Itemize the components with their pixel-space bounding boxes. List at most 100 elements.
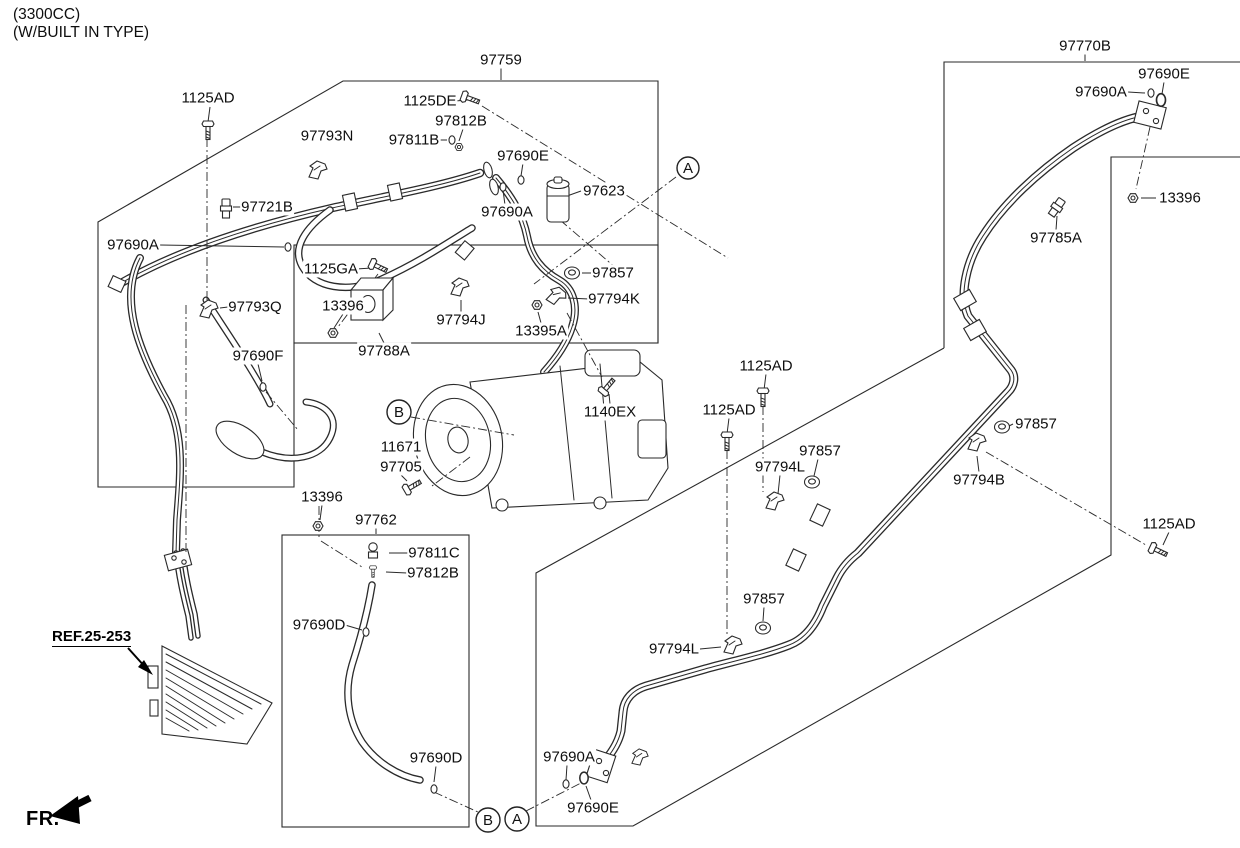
- bolt-icon: [368, 565, 378, 578]
- engine-spec-title: (3300CC) (W/BUILT IN TYPE): [13, 6, 149, 42]
- section-reference-line: [533, 176, 677, 285]
- label-leader-line: [762, 606, 765, 622]
- nut-icon: [531, 300, 543, 310]
- section-reference-line: [265, 391, 299, 431]
- label-leader-line: [565, 764, 568, 781]
- label-leader-line: [433, 765, 437, 783]
- grommet-icon: [563, 266, 581, 280]
- bolt-icon: [756, 387, 770, 408]
- nut-icon: [312, 521, 324, 531]
- ref-arrow-icon: [127, 647, 153, 675]
- label-leader-line: [537, 311, 542, 324]
- grommet-icon: [754, 621, 772, 635]
- ring-icon: [284, 242, 292, 252]
- view-circle-letter: B: [394, 404, 404, 421]
- label-leader-line: [777, 474, 781, 495]
- label-leader-line: [458, 128, 464, 142]
- section-reference-line: [433, 791, 479, 813]
- nut-icon: [454, 143, 464, 151]
- suction-pipe-box: [281, 534, 470, 828]
- clamp-icon: [967, 432, 987, 452]
- view-circle-letter: A: [512, 811, 522, 828]
- ring-icon: [499, 182, 507, 192]
- fr-direction-label: FR.: [26, 808, 60, 830]
- section-reference-line: [410, 416, 515, 436]
- grommet-icon: [803, 475, 821, 489]
- section-reference-line: [1135, 126, 1151, 190]
- bracketbox-icon: [349, 276, 395, 322]
- front-pipe-details: [107, 161, 499, 460]
- sensor-icon: [219, 198, 233, 219]
- section-reference-line: [337, 273, 379, 328]
- label-leader-line: [159, 244, 285, 248]
- ring-icon: [259, 382, 267, 392]
- ring-icon: [579, 771, 589, 785]
- label-leader-line: [726, 417, 730, 435]
- bolt-icon: [459, 90, 481, 105]
- bolt-icon: [720, 431, 734, 452]
- bolt-icon: [367, 258, 389, 274]
- bolt-icon: [201, 120, 215, 141]
- label-leader-line: [1161, 81, 1165, 95]
- label-leader-line: [257, 363, 263, 382]
- label-leader-line: [976, 455, 980, 473]
- section-reference-line: [525, 782, 582, 812]
- clamp-icon: [199, 299, 219, 319]
- nut-icon: [327, 328, 339, 338]
- ref-callout: REF.25-253: [52, 628, 132, 647]
- ring-icon: [517, 175, 525, 185]
- section-reference-line: [431, 456, 471, 487]
- label-leader-line: [319, 504, 323, 521]
- label-leader-line: [1162, 531, 1170, 546]
- bolt-icon: [597, 377, 616, 398]
- rear-pipes-box: [535, 61, 1240, 827]
- ring-icon: [362, 627, 370, 637]
- fitting-icon: [367, 542, 379, 559]
- bolt-icon: [401, 479, 423, 496]
- label-leader-line: [1127, 91, 1146, 94]
- view-circle-a: [676, 156, 700, 180]
- grommet-icon: [993, 420, 1011, 434]
- label-leader-line: [378, 332, 385, 344]
- label-leader-line: [207, 106, 211, 123]
- clamp-icon: [545, 286, 567, 306]
- ring-icon: [448, 135, 456, 145]
- condenser-illustration: [147, 548, 273, 745]
- ring-icon: [430, 784, 438, 794]
- built-in-type-label: (W/BUILT IN TYPE): [13, 24, 150, 41]
- label-leader-line: [502, 189, 506, 206]
- pipe-runs: [111, 111, 1148, 784]
- nut-icon: [1127, 193, 1139, 203]
- fr-arrow-icon: [50, 794, 92, 824]
- view-circle-a: [504, 806, 530, 832]
- view-circle-b: [386, 399, 412, 425]
- label-leader-line: [567, 297, 590, 300]
- label-leader-line: [520, 162, 524, 177]
- section-reference-line: [320, 540, 363, 568]
- label-leader-line: [333, 313, 344, 329]
- suction-damper: [215, 420, 265, 460]
- label-leader-line: [400, 474, 408, 482]
- label-leader-line: [699, 646, 722, 650]
- label-leader-line: [813, 458, 819, 477]
- label-leader-line: [385, 571, 408, 574]
- clamp-icon: [723, 635, 743, 655]
- ring-icon: [1147, 88, 1155, 98]
- view-circle-letter: A: [683, 160, 693, 177]
- clamp-icon: [765, 491, 785, 511]
- bolt-icon: [1147, 542, 1169, 558]
- compressor-illustration: [412, 349, 669, 512]
- section-reference-line: [481, 105, 729, 259]
- clamp-icon: [308, 160, 328, 180]
- section-reference-line: [985, 451, 1147, 546]
- view-circle-letter: B: [483, 812, 493, 829]
- clamp-icon: [450, 277, 470, 297]
- sensor-icon: [1047, 197, 1066, 218]
- sub-parts-box: [293, 244, 659, 344]
- label-leader-line: [344, 624, 363, 631]
- ring-icon: [1155, 92, 1167, 108]
- receiver-icon: [546, 176, 570, 223]
- rear-pipe-fittings: [585, 100, 1167, 784]
